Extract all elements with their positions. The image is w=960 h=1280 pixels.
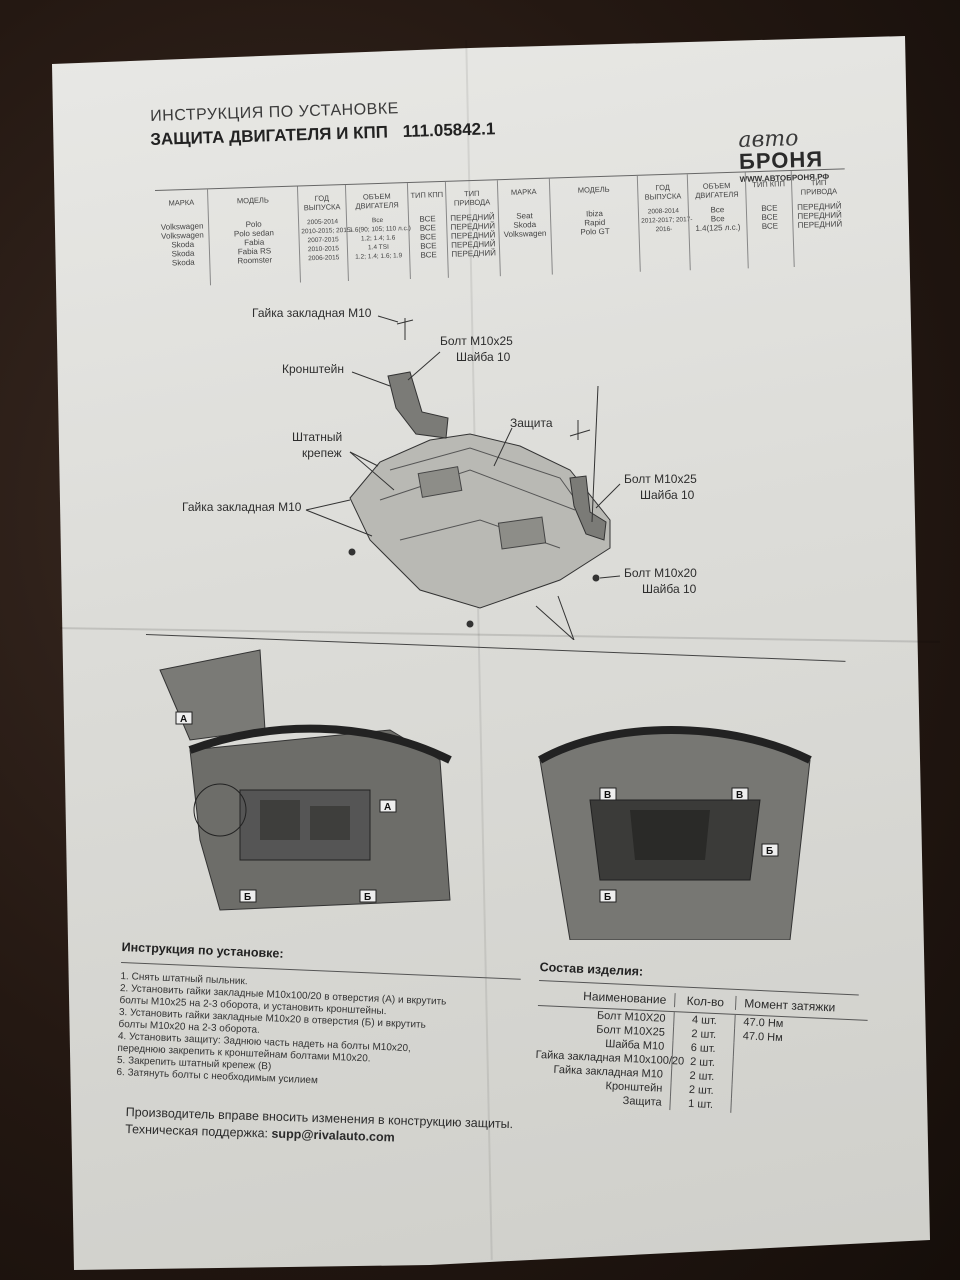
label-washer-2: Шайба 10 (640, 488, 695, 502)
support-label: Техническая поддержка: (124, 1121, 272, 1141)
header-name: Наименование (582, 989, 667, 1007)
bracket-shape (387, 371, 449, 439)
guard-plate-shape (349, 433, 611, 609)
marker-b-2: Б (364, 892, 371, 903)
marker-v-2: В (736, 790, 743, 801)
label-std-fastener-2: крепеж (302, 446, 342, 460)
label-nut-top: Гайка закладная М10 (252, 306, 372, 320)
composition-heading: Состав изделия: (539, 960, 644, 979)
label-std-fastener: Штатный (292, 430, 343, 444)
installation-instructions: Инструкция по установке: 1. Снять штатны… (116, 940, 561, 1097)
label-bolt-2: Болт М10х25 (624, 472, 697, 486)
header-torque: Момент затяжки (734, 995, 865, 1016)
assembly-diagram (305, 315, 621, 640)
label-bolt-3: Болт М10х20 (624, 566, 697, 580)
marker-b-4: Б (766, 846, 773, 857)
marker-a: А (180, 714, 187, 725)
cell-qty: 1 шт. (669, 1096, 731, 1113)
label-nut-left: Гайка закладная М10 (182, 500, 302, 514)
support-email: supp@rivalauto.com (271, 1126, 395, 1145)
instructions-heading: Инструкция по установке: (121, 940, 284, 961)
label-bolt-1: Болт М10х25 (440, 334, 513, 348)
installation-photos: А А Б Б В В Б Б (159, 649, 812, 940)
bracket-right-shape (569, 475, 607, 541)
marker-v: В (604, 790, 611, 801)
footer: Производитель вправе вносить изменения в… (125, 1104, 513, 1150)
label-washer-3: Шайба 10 (642, 582, 697, 596)
label-bracket: Кронштейн (282, 362, 344, 376)
label-guard: Защита (510, 416, 553, 430)
label-washer-1: Шайба 10 (456, 350, 511, 364)
photo-right (538, 726, 812, 940)
photo-left (159, 649, 452, 911)
marker-a-2: А (384, 802, 391, 813)
header-qty: Кол-во (674, 993, 736, 1010)
marker-b: Б (244, 892, 251, 903)
marker-b-3: Б (604, 892, 611, 903)
composition-table: Состав изделия: Наименование Кол-во Моме… (533, 960, 869, 1119)
